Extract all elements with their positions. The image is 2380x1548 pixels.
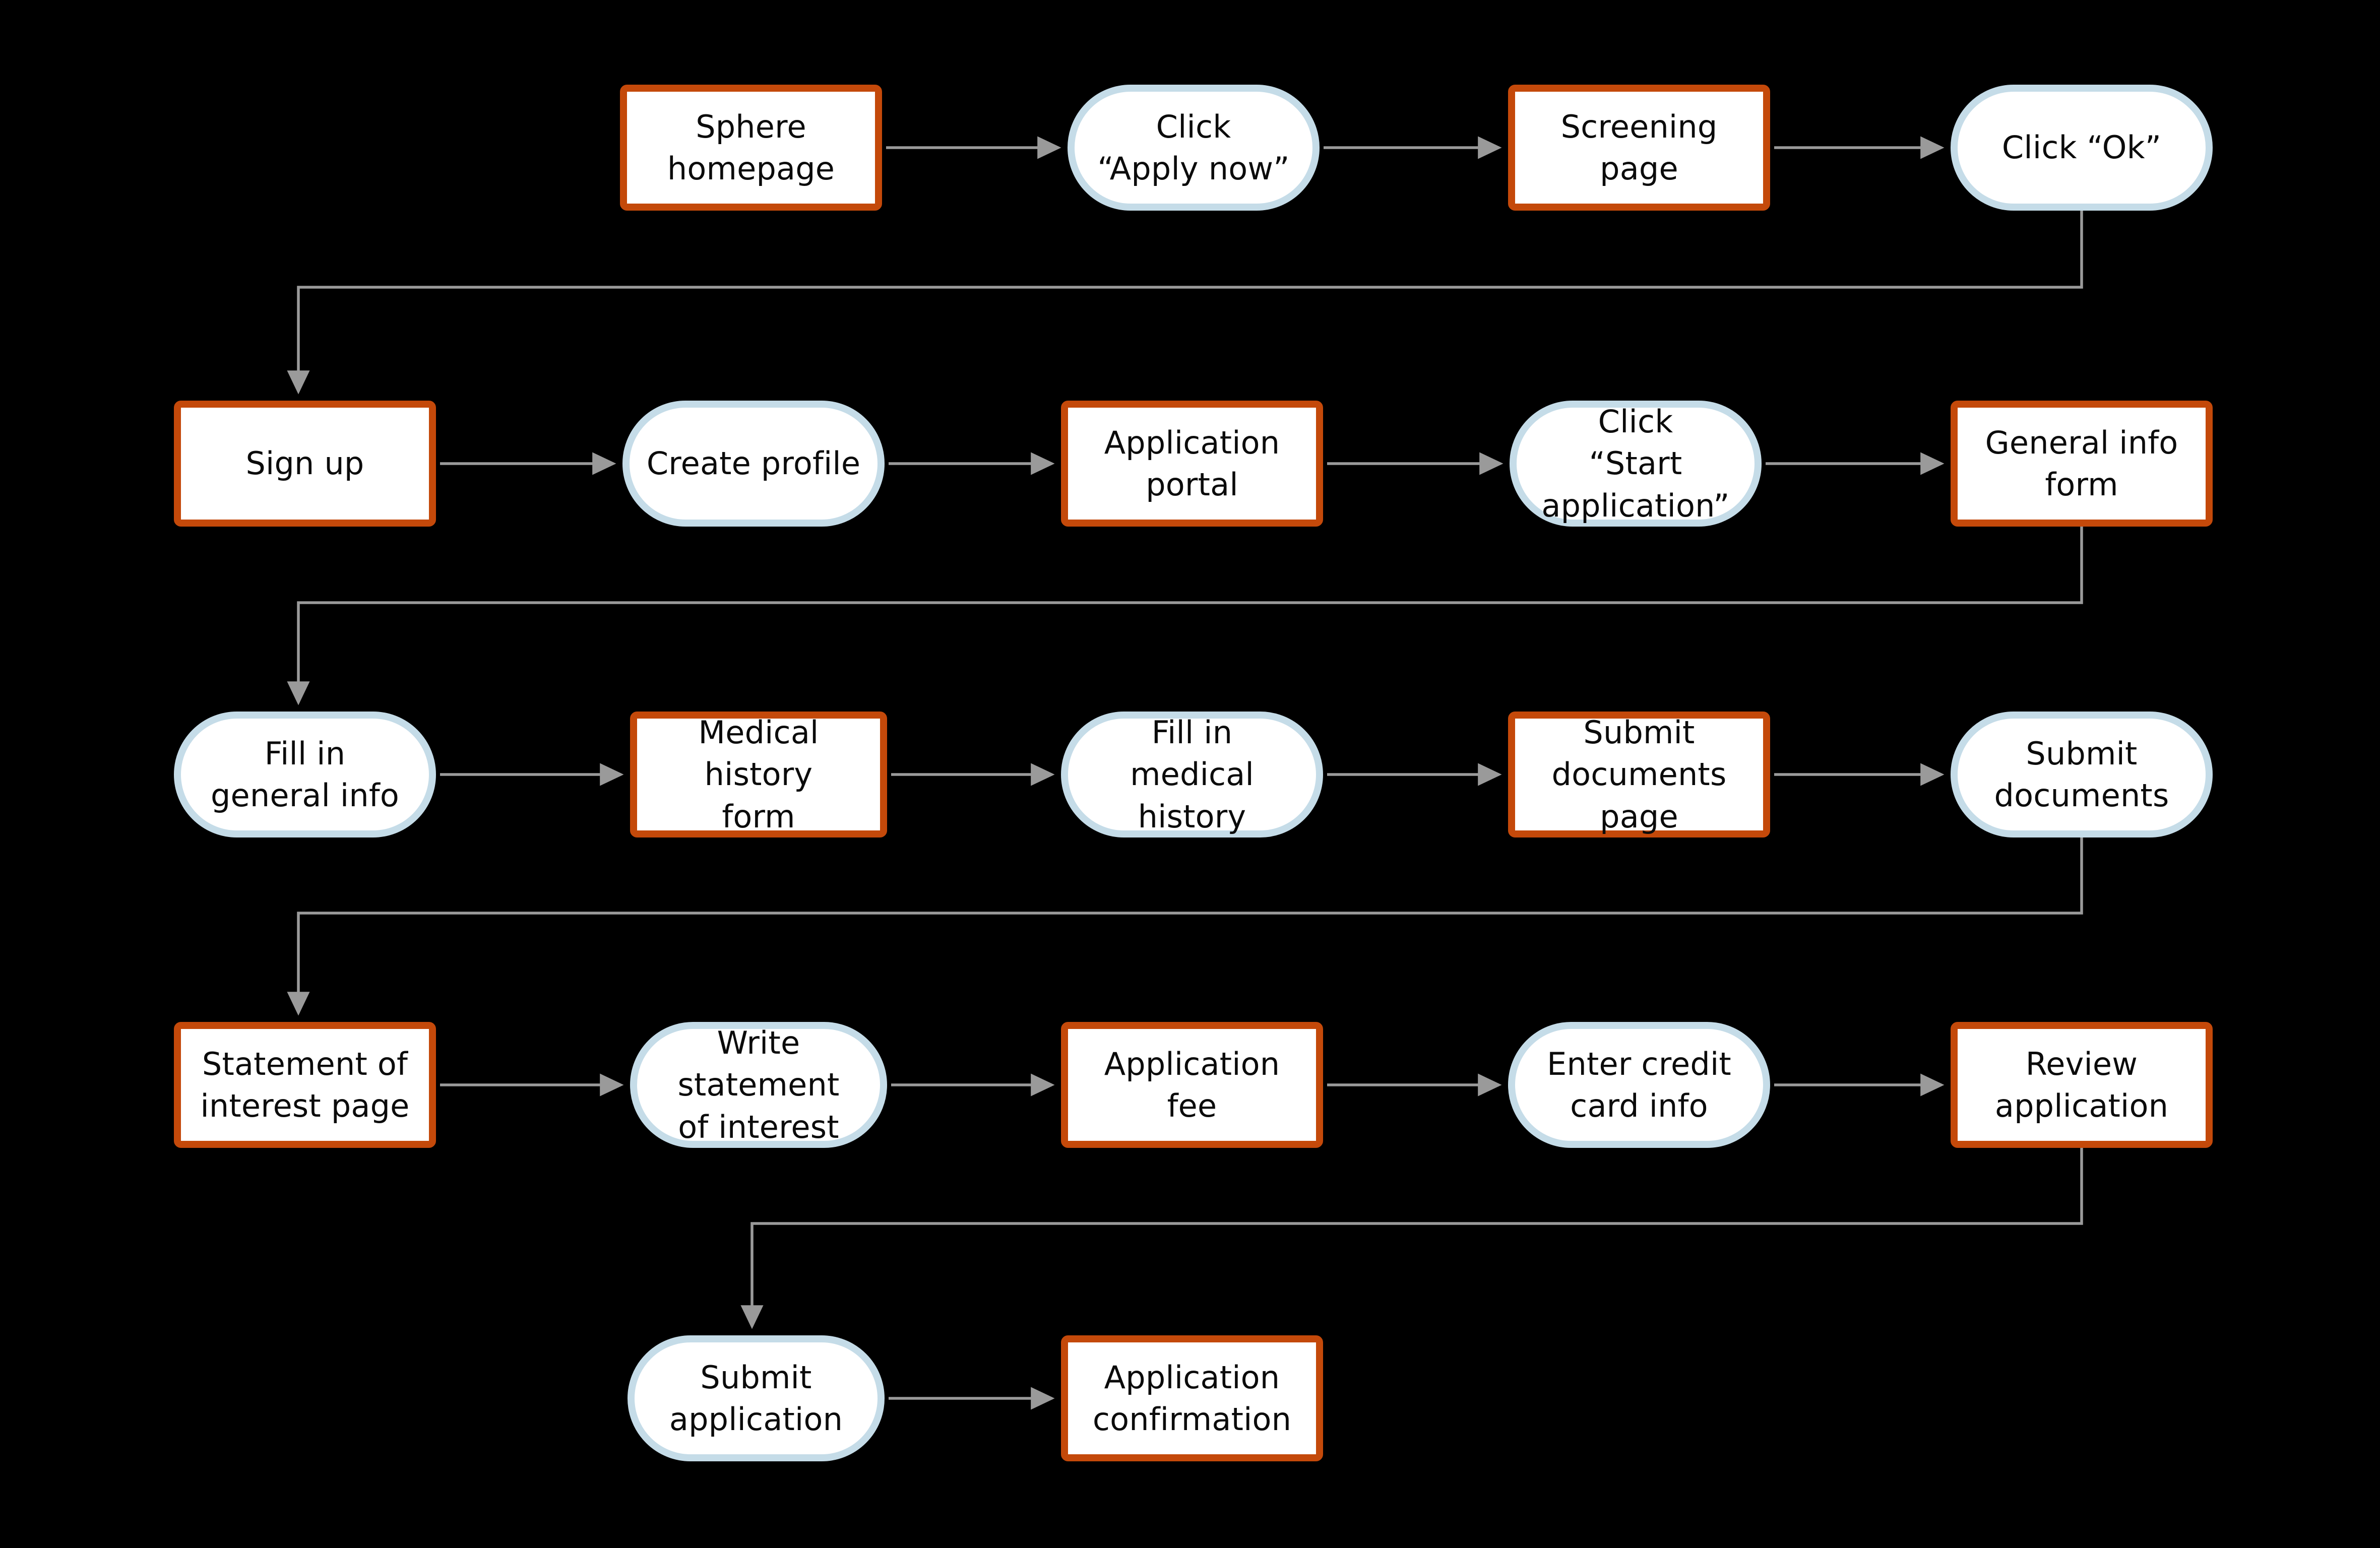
flow-node-n6[interactable]: Create profile <box>622 401 885 527</box>
flow-node-label: Submit application <box>669 1359 843 1438</box>
flow-node-n19[interactable]: Review application <box>1951 1022 2213 1148</box>
flow-node-label: Write statement of interest <box>677 1024 840 1145</box>
flow-node-n8[interactable]: Click “Start application” <box>1510 401 1762 527</box>
flow-node-label: General info form <box>1985 424 2178 503</box>
flow-node-n15[interactable]: Statement of interest page <box>174 1022 436 1148</box>
flow-node-label: Create profile <box>646 445 861 482</box>
flow-node-n21[interactable]: Application confirmation <box>1061 1335 1323 1461</box>
flow-node-n12[interactable]: Fill in medical history <box>1061 712 1323 837</box>
flow-node-label: Fill in medical history <box>1130 714 1254 835</box>
connector-elbow-e1 <box>287 211 2083 395</box>
flow-node-n4[interactable]: Click “Ok” <box>1951 85 2213 211</box>
flow-node-n14[interactable]: Submit documents <box>1951 712 2213 837</box>
flow-node-label: Enter credit card info <box>1547 1045 1731 1124</box>
flow-node-n11[interactable]: Medical history form <box>630 712 887 837</box>
flow-node-label: Fill in general info <box>210 735 400 814</box>
flow-node-n17[interactable]: Application fee <box>1061 1022 1323 1148</box>
connector-elbow-e3 <box>287 837 2083 1016</box>
flow-node-n13[interactable]: Submit documents page <box>1508 712 1770 837</box>
flow-node-n18[interactable]: Enter credit card info <box>1508 1022 1770 1148</box>
flow-node-label: Screening page <box>1560 108 1718 187</box>
flow-node-label: Application fee <box>1104 1045 1280 1124</box>
flow-node-label: Sign up <box>245 445 364 482</box>
flow-node-label: Review application <box>1994 1045 2169 1124</box>
flow-node-label: Application confirmation <box>1092 1359 1292 1438</box>
flow-node-label: Statement of interest page <box>200 1045 410 1124</box>
flow-node-label: Click “Apply now” <box>1097 108 1290 187</box>
flow-node-label: Click “Start application” <box>1541 403 1730 524</box>
connector-elbow-e4 <box>740 1148 2083 1329</box>
flow-node-n9[interactable]: General info form <box>1951 401 2213 527</box>
flow-node-n7[interactable]: Application portal <box>1061 401 1323 527</box>
flow-node-n10[interactable]: Fill in general info <box>174 712 436 837</box>
flow-node-n1[interactable]: Sphere homepage <box>620 85 882 211</box>
flow-node-label: Sphere homepage <box>667 108 835 187</box>
flow-node-n5[interactable]: Sign up <box>174 401 436 527</box>
flow-node-n2[interactable]: Click “Apply now” <box>1068 85 1320 211</box>
flow-node-n3[interactable]: Screening page <box>1508 85 1770 211</box>
flow-node-n16[interactable]: Write statement of interest <box>630 1022 887 1148</box>
flow-node-label: Submit documents <box>1994 735 2169 814</box>
flow-node-label: Submit documents page <box>1551 714 1727 835</box>
flow-node-label: Application portal <box>1104 424 1280 503</box>
connector-elbow-e2 <box>287 527 2083 705</box>
flow-node-n20[interactable]: Submit application <box>628 1335 885 1461</box>
flow-node-label: Medical history form <box>698 714 819 835</box>
flow-node-label: Click “Ok” <box>2001 129 2162 166</box>
